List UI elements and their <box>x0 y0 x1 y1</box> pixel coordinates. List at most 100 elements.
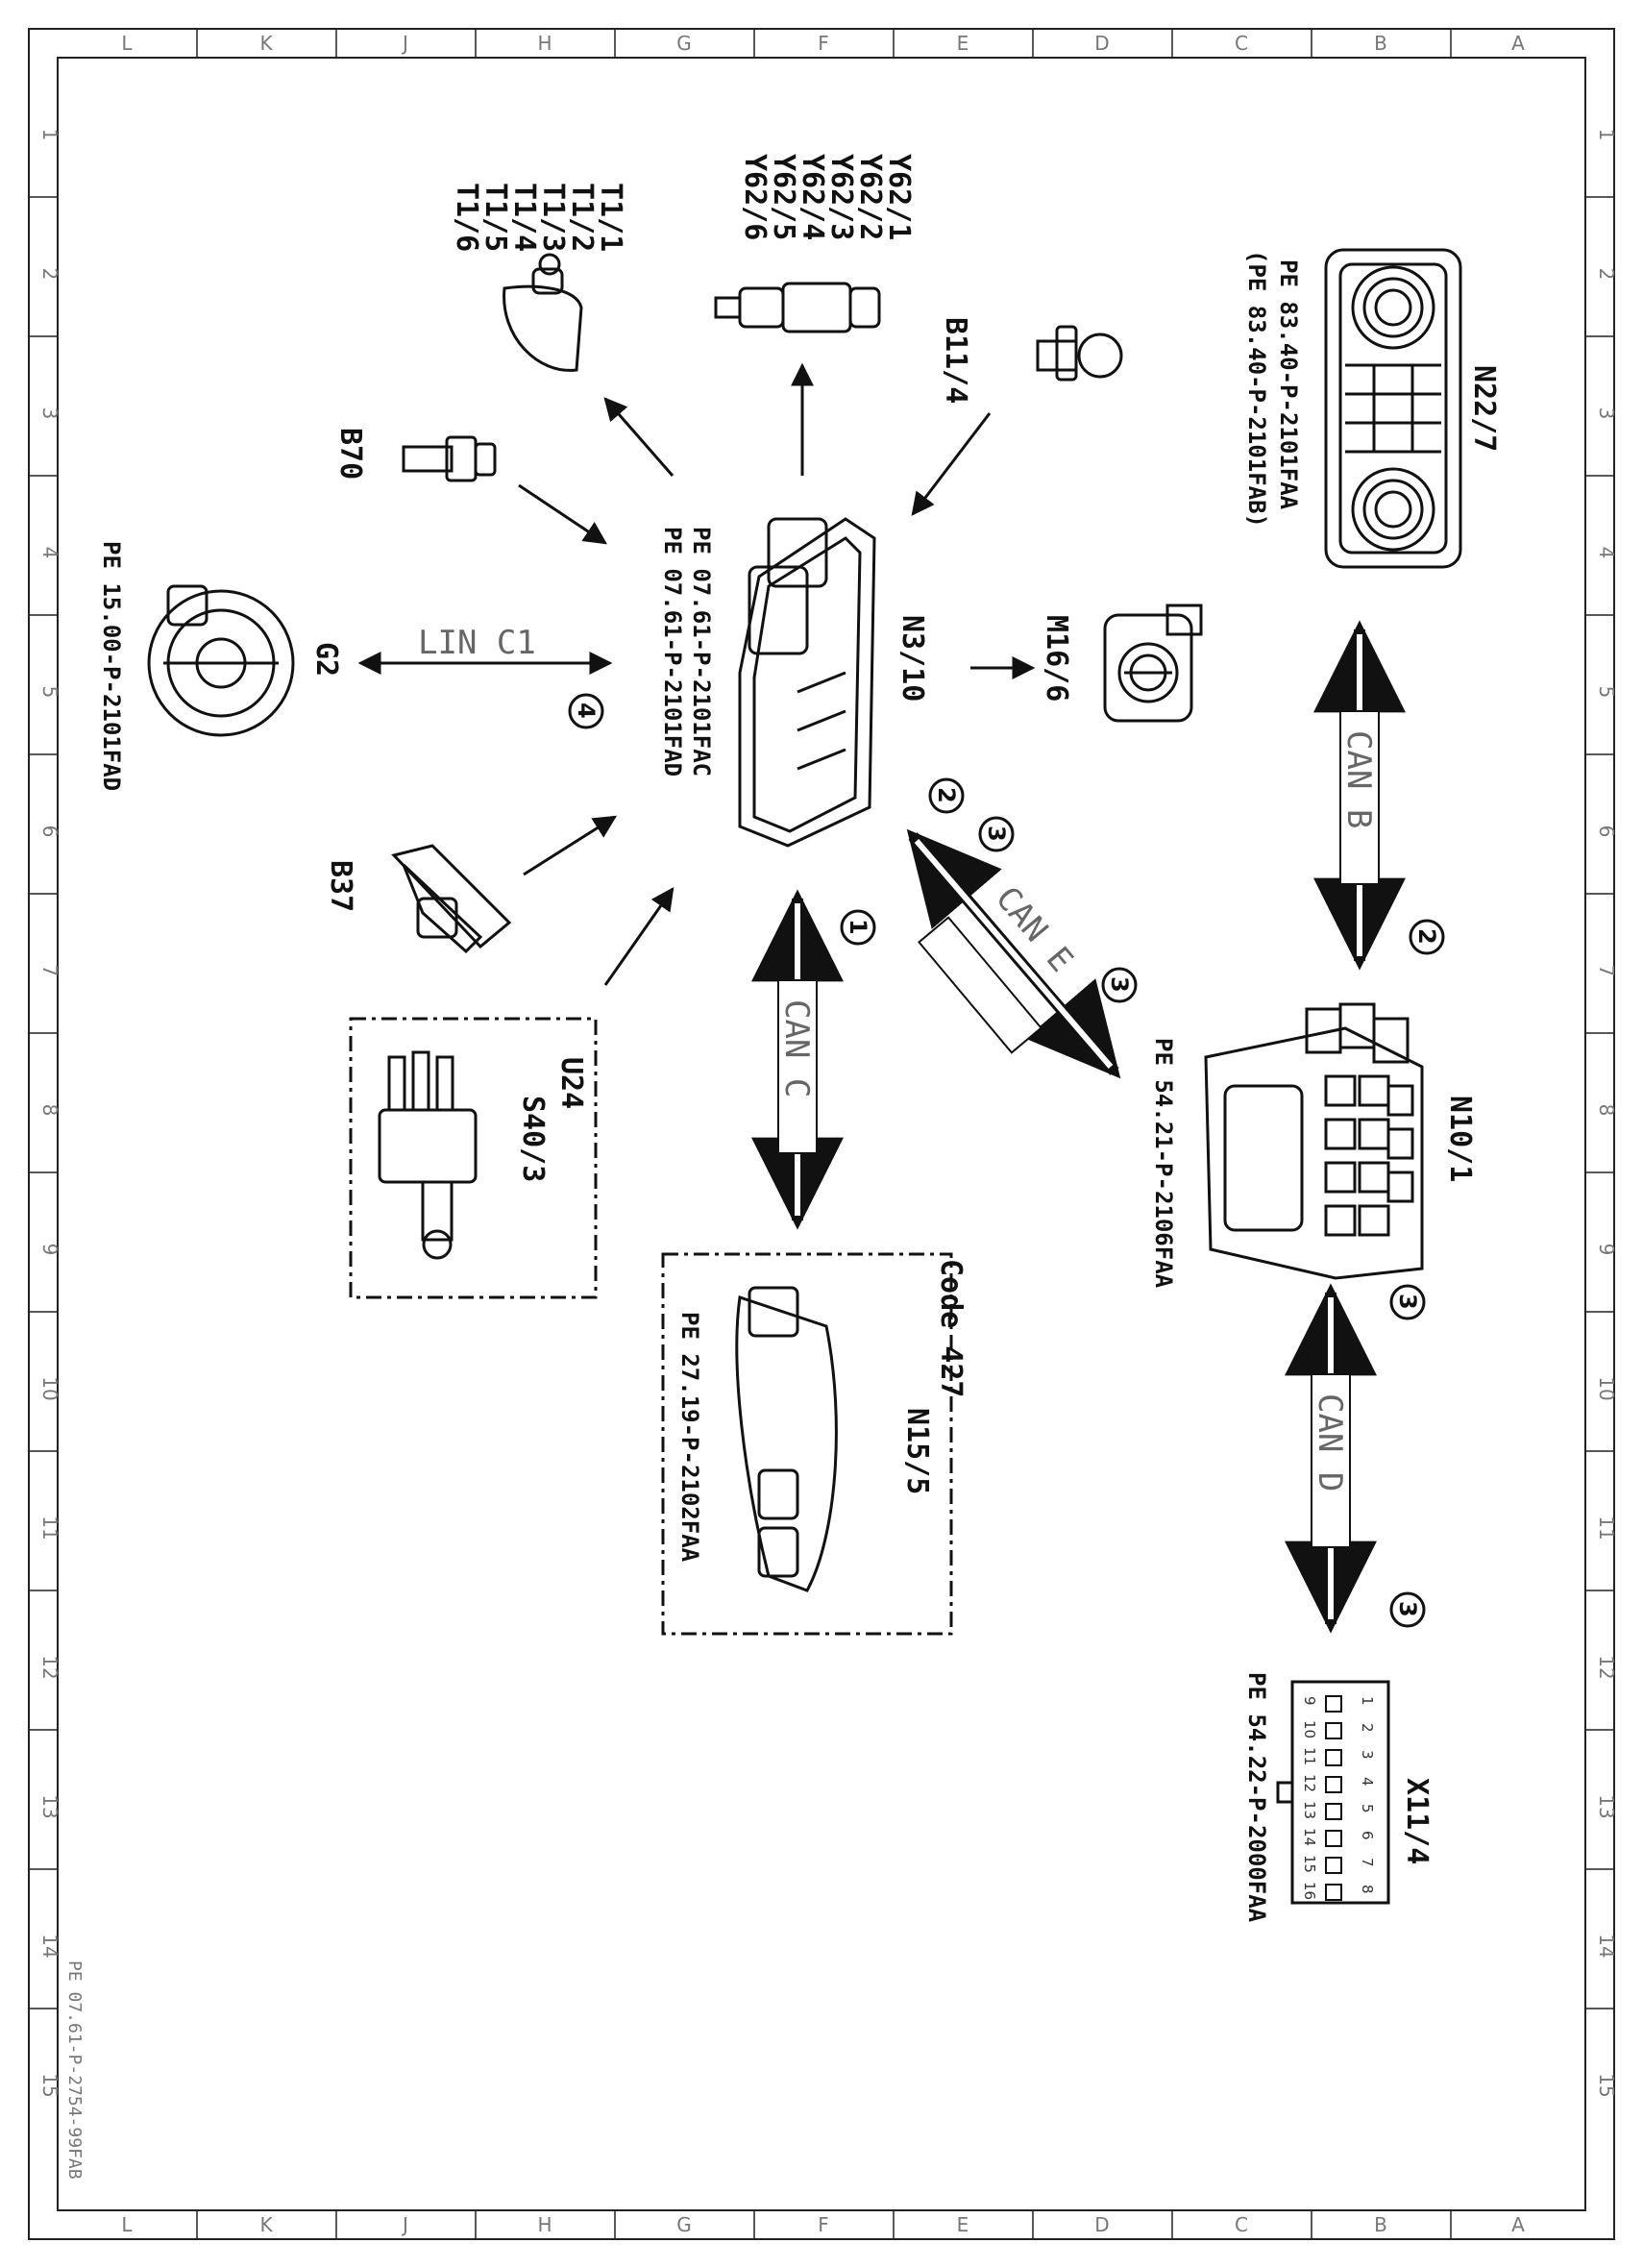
u24-component[interactable]: U24 S40/3 <box>349 1017 598 1299</box>
y62-line: Y62/2 <box>853 154 887 240</box>
n3-10-label: N3/10 <box>895 615 929 702</box>
n15-5-dashed-frame <box>661 1252 953 1636</box>
n15-5-label: N15/5 <box>900 1408 934 1494</box>
col-letter: L <box>121 32 133 55</box>
crankshaft-sensor-icon <box>402 435 497 482</box>
row-number: 6 <box>38 826 61 838</box>
n3-10-component[interactable]: N3/10 PE 07.61-P-2101FAC PE 07.61-P-2101… <box>659 517 929 848</box>
m16-6-component[interactable]: M16/6 <box>1040 604 1203 723</box>
n10-1-component[interactable]: N10/1 PE 54.21-P-2106FAA <box>1150 1002 1477 1289</box>
row-number: 5 <box>1595 686 1618 699</box>
marker-can-d-top: 3 <box>1389 1284 1426 1320</box>
svg-text:3: 3 <box>1394 1294 1421 1310</box>
can-e-label: CAN E <box>988 879 1080 979</box>
svg-text:4: 4 <box>573 703 600 719</box>
row-number: 8 <box>1595 1104 1618 1117</box>
t1-line: T1/4 <box>507 183 541 252</box>
col-letter: J <box>401 32 408 55</box>
b70-component[interactable]: B70 <box>333 428 497 482</box>
pin-label: 10 <box>1301 1720 1318 1738</box>
col-letter: H <box>537 2213 552 2236</box>
climate-control-unit-icon <box>1324 248 1462 569</box>
n10-1-label: N10/1 <box>1443 1096 1477 1182</box>
signal-acquisition-module-icon <box>1204 1002 1424 1280</box>
svg-text:3: 3 <box>1106 976 1133 993</box>
row-number: 8 <box>38 1104 61 1117</box>
pin-label: 13 <box>1301 1801 1318 1819</box>
pin-label: 16 <box>1301 1882 1318 1900</box>
n15-5-component[interactable]: Code 427 N15/5 PE 27.19-P-2102FAA <box>661 1252 968 1636</box>
n15-5-ref: PE 27.19-P-2102FAA <box>676 1312 703 1563</box>
arrow-from-b70 <box>518 483 607 545</box>
row-number: 14 <box>1595 1934 1618 1958</box>
b37-component[interactable]: B37 <box>324 844 512 954</box>
lin-c1-label: LIN C1 <box>418 624 536 662</box>
x11-4-ref: PE 54.22-P-2000FAA <box>1243 1672 1270 1923</box>
t1-component[interactable]: T1/1 T1/2 T1/3 T1/4 T1/5 T1/6 <box>450 183 627 372</box>
pin-label: 6 <box>1359 1831 1376 1840</box>
can-c-label: CAN C <box>777 999 816 1097</box>
svg-text:3: 3 <box>1394 1601 1421 1617</box>
col-letter: K <box>259 32 273 55</box>
row-number: 4 <box>1595 547 1618 559</box>
code-427-label: Code 427 <box>934 1259 968 1398</box>
col-letter: B <box>1374 32 1387 55</box>
pin-label: 1 <box>1359 1696 1376 1706</box>
t1-line: T1/1 <box>594 183 627 252</box>
y62-line: Y62/4 <box>796 154 829 240</box>
svg-text:2: 2 <box>933 787 960 803</box>
row-number: 13 <box>38 1794 61 1818</box>
y62-line: Y62/1 <box>882 154 916 240</box>
row-number: 1 <box>1595 129 1618 141</box>
row-number: 9 <box>38 1244 61 1256</box>
b11-4-component[interactable]: B11/4 <box>939 317 1123 404</box>
row-number: 9 <box>1595 1244 1618 1256</box>
col-letter: K <box>259 2213 273 2236</box>
t1-line: T1/6 <box>450 183 483 252</box>
m16-6-label: M16/6 <box>1040 615 1073 702</box>
throttle-valve-icon <box>1103 604 1203 723</box>
u24-dashed-frame <box>349 1017 598 1299</box>
fuel-injector-icon <box>714 282 881 333</box>
col-letter: A <box>1511 2213 1525 2236</box>
row-number: 12 <box>1595 1655 1618 1679</box>
b37-label: B37 <box>324 860 357 912</box>
ignition-coil-icon <box>503 253 583 372</box>
grid-rows <box>29 196 1614 2009</box>
alternator-icon <box>147 584 295 737</box>
row-number: 12 <box>38 1655 61 1679</box>
marker-can-d-bottom: 3 <box>1389 1591 1426 1628</box>
g2-component[interactable]: G2 PE 15.00-P-2101FAD <box>98 541 343 791</box>
y62-line: Y62/3 <box>824 154 858 240</box>
accelerator-pedal-sensor-icon <box>391 844 512 954</box>
x11-4-component[interactable]: 1 2 3 4 5 6 7 8 9 10 11 12 13 14 15 16 X… <box>1243 1672 1434 1923</box>
row-number: 4 <box>38 547 61 559</box>
n10-1-ref: PE 54.21-P-2106FAA <box>1150 1038 1177 1289</box>
col-letter: E <box>957 2213 969 2236</box>
n3-10-ref-secondary: PE 07.61-P-2101FAD <box>659 527 686 777</box>
pin-label: 12 <box>1301 1774 1318 1792</box>
row-number: 11 <box>38 1516 61 1540</box>
clutch-switch-icon <box>378 1050 478 1260</box>
pin-label: 9 <box>1301 1696 1318 1706</box>
pin-label: 2 <box>1359 1723 1376 1733</box>
can-c-bus: CAN C <box>751 889 844 1230</box>
grid-columns <box>196 29 1452 2239</box>
y62-component[interactable]: Y62/1 Y62/2 Y62/3 Y62/4 Y62/5 Y62/6 <box>714 154 916 333</box>
pin-label: 8 <box>1359 1885 1376 1894</box>
s40-3-label: S40/3 <box>516 1096 550 1182</box>
n22-7-label: N22/7 <box>1467 365 1501 452</box>
row-number: 2 <box>38 268 61 281</box>
col-letter: H <box>537 32 552 55</box>
drawing-frame <box>28 28 1615 2240</box>
col-letter: B <box>1374 2213 1387 2236</box>
x11-4-pins: 1 2 3 4 5 6 7 8 9 10 11 12 13 14 15 16 <box>1301 1696 1376 1900</box>
n22-7-ref-secondary: (PE 83.40-P-2101FAB) <box>1243 250 1270 528</box>
col-letter: E <box>957 32 969 55</box>
pin-label: 14 <box>1301 1828 1318 1846</box>
row-number: 15 <box>38 2073 61 2097</box>
can-d-label: CAN D <box>1311 1393 1349 1491</box>
y62-line: Y62/5 <box>767 154 800 240</box>
n22-7-component[interactable]: N22/7 PE 83.40-P-2101FAA (PE 83.40-P-210… <box>1243 248 1501 569</box>
can-b-bus: CAN B <box>1313 620 1406 971</box>
